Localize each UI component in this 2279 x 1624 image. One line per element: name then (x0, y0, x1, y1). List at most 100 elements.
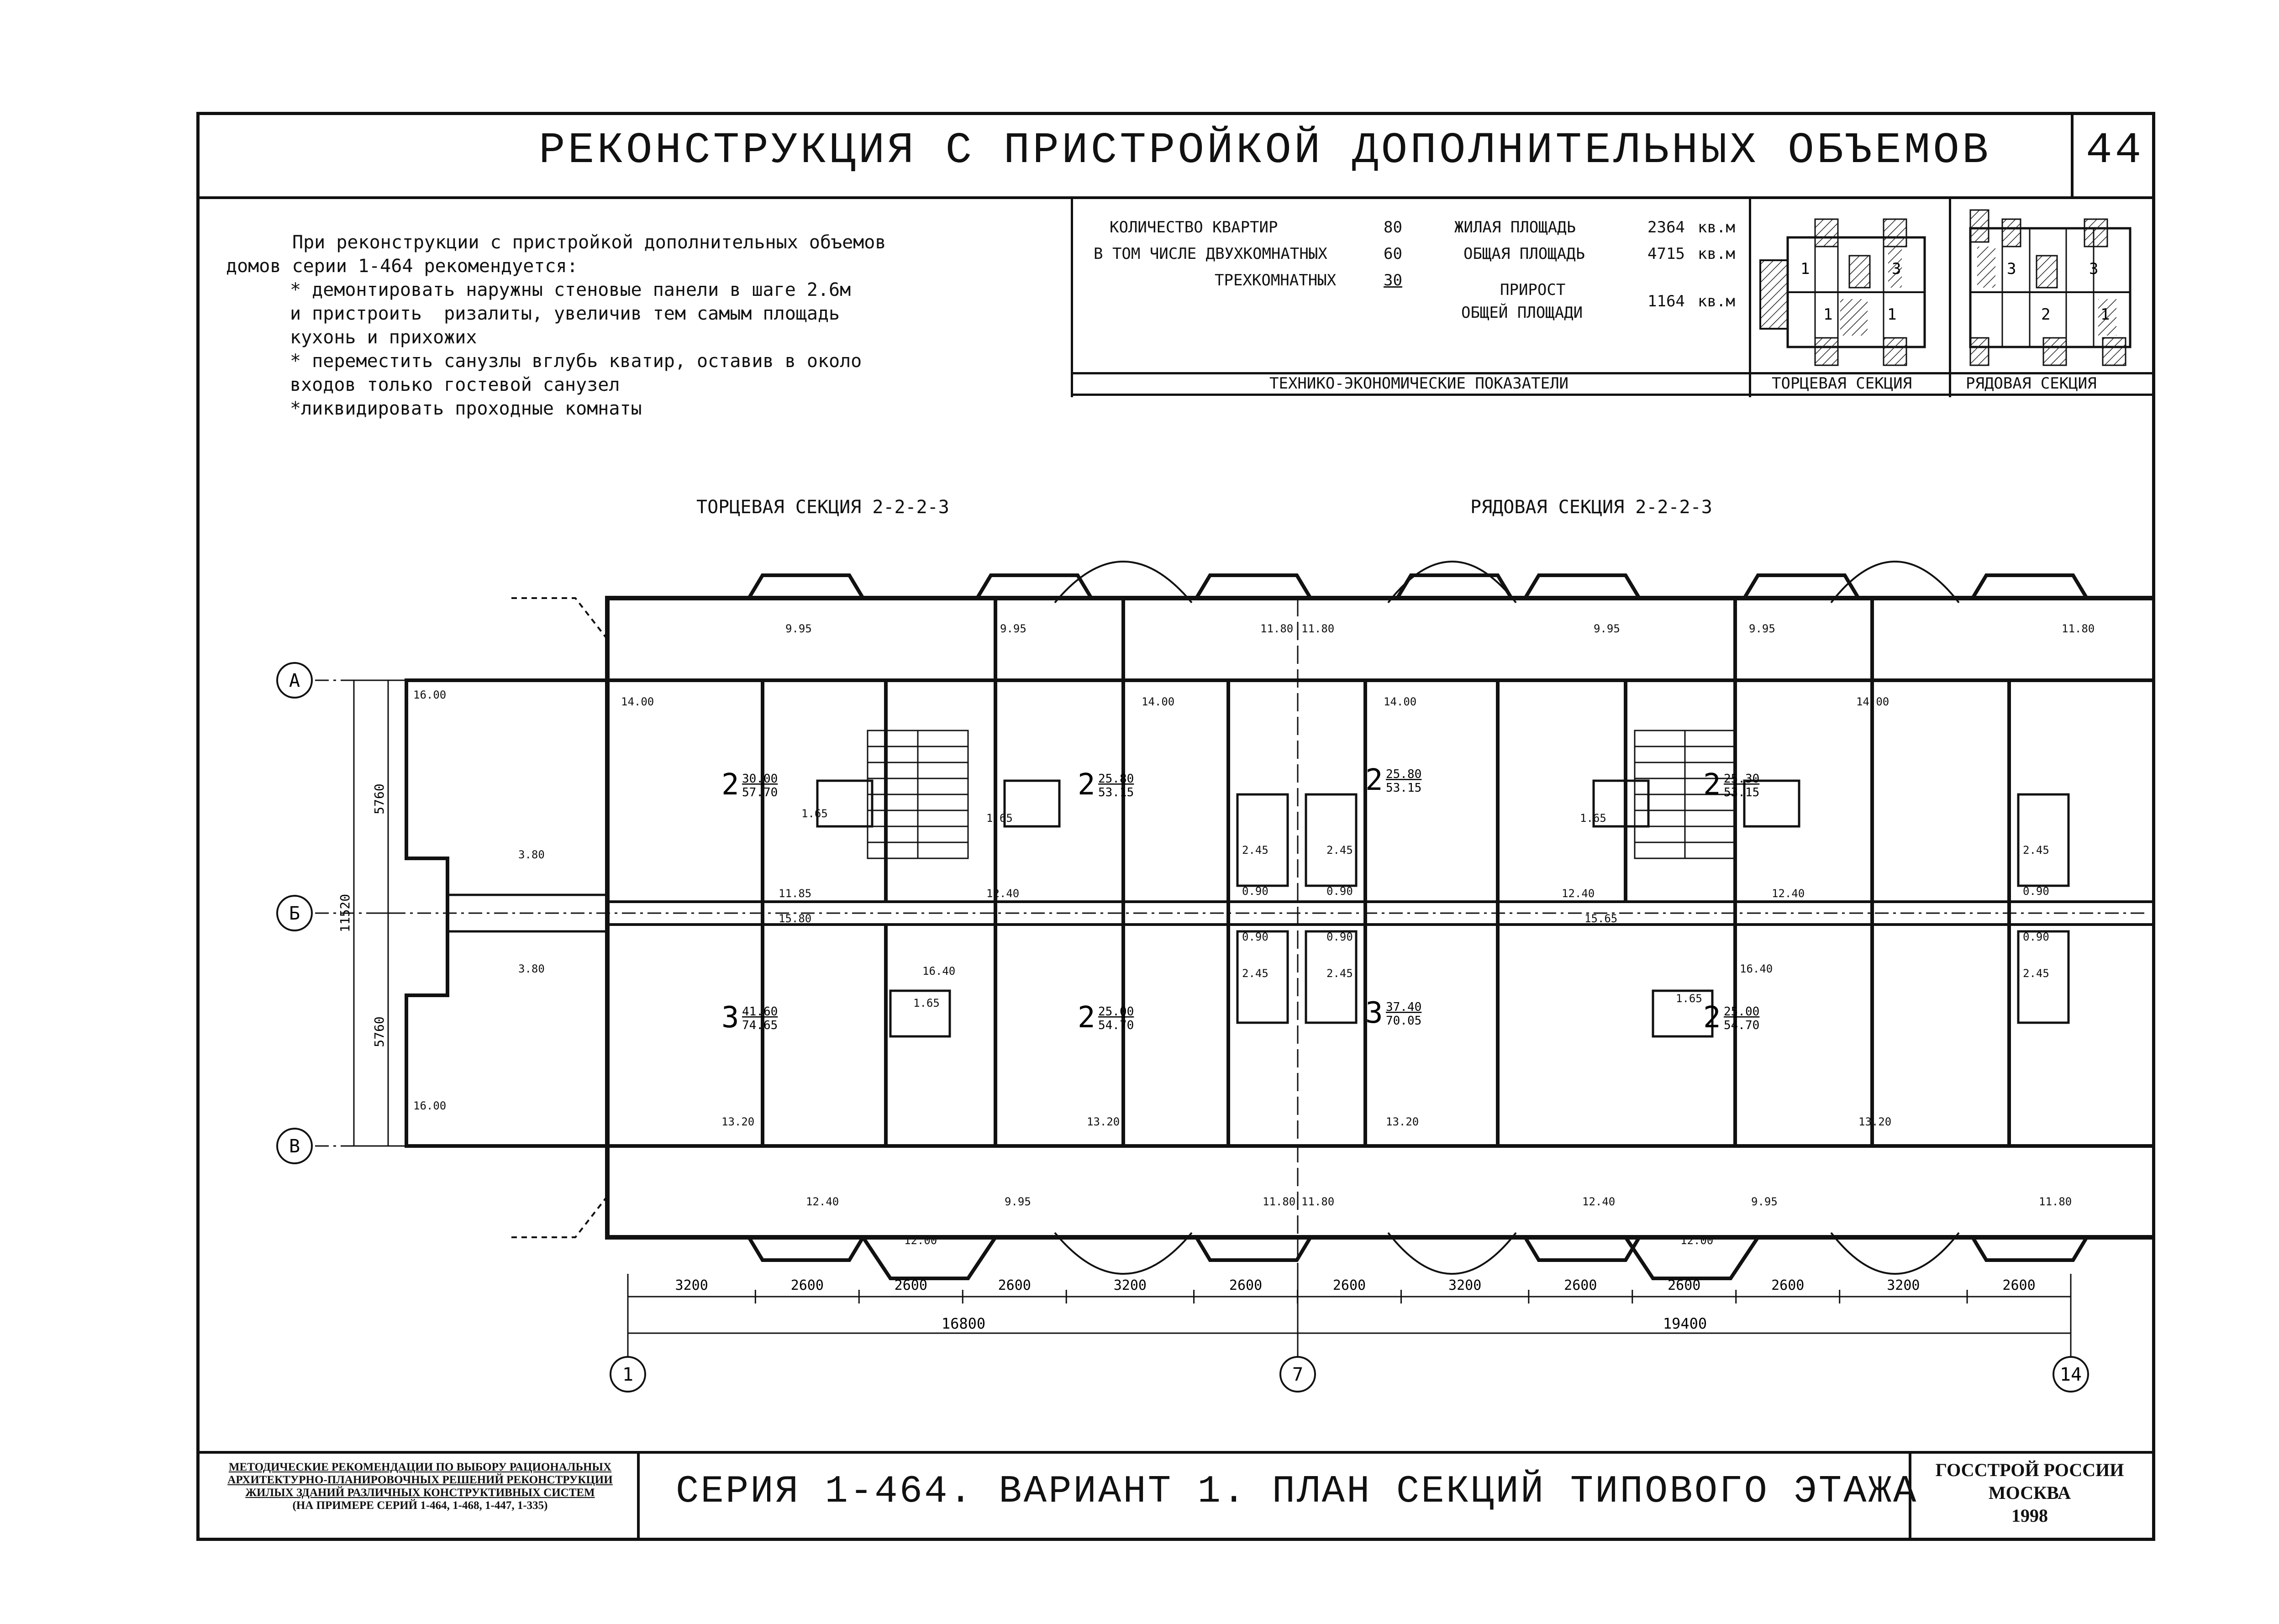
room-area: 11.80 (2062, 622, 2095, 635)
key-plan-label: 1 (2100, 305, 2110, 324)
tep-area-label: ЖИЛАЯ ПЛОЩАДЬ (1454, 218, 1576, 237)
apartment-living-area: 30.00 (742, 772, 778, 786)
tep-area-value: 1164 (1647, 292, 1685, 310)
balcony-arc (1830, 1232, 1960, 1275)
room-area: 15.65 (1584, 912, 1617, 925)
end-section-title: ТОРЦЕВАЯ СЕКЦИЯ 2-2-2-3 (696, 497, 949, 518)
notes-line: При реконструкции с пристройкой дополнит… (292, 232, 886, 253)
axis-bubble-v (276, 1128, 313, 1164)
footer-line: АРХИТЕКТУРНО-ПЛАНИРОВОЧНЫХ РЕШЕНИЙ РЕКОН… (227, 1474, 613, 1486)
tep-row-label: КОЛИЧЕСТВО КВАРТИР (1110, 218, 1278, 237)
room-area: 0.90 (1242, 930, 1268, 943)
apartment-total-area: 57.70 (742, 786, 778, 799)
dim-span: 3200 (1448, 1277, 1481, 1293)
footer-left-box (637, 1451, 640, 1538)
room-area: 2.45 (1326, 967, 1353, 980)
dim-span: 3200 (675, 1277, 708, 1293)
tep-row-label: В ТОМ ЧИСЛЕ ДВУХКОМНАТНЫХ (1094, 245, 1327, 263)
key-plan-label: 1 (1800, 260, 1810, 278)
row-section-title: РЯДОВАЯ СЕКЦИЯ 2-2-2-3 (1470, 497, 1712, 518)
room-area: 12.40 (986, 887, 1019, 900)
room-area: 16.40 (922, 965, 955, 978)
key-plan-caption-end: ТОРЦЕВАЯ СЕКЦИЯ (1772, 374, 1912, 393)
entrance-stair (511, 597, 608, 640)
room-area: 16.00 (413, 688, 446, 701)
room-area: 0.90 (1326, 930, 1353, 943)
room-area: 14.00 (1142, 695, 1174, 708)
footer-org-line: МОСКВА (1988, 1482, 2071, 1503)
dim-total: 16800 (942, 1315, 985, 1332)
room-area: 1.65 (801, 807, 828, 820)
room-area: 12.40 (1772, 887, 1805, 900)
room-area: 15.80 (779, 912, 811, 925)
room-area: 1.65 (1676, 992, 1702, 1005)
room-area: 13.20 (1858, 1115, 1891, 1128)
key-plan-label: 1 (1887, 305, 1896, 324)
axis-bubble-b (276, 895, 313, 931)
tep-row-value: 30 (1384, 271, 1402, 289)
dim-vertical: 5760 (372, 1016, 387, 1047)
entrance-stair (511, 1195, 608, 1238)
apartment-total-area: 74.65 (742, 1019, 778, 1032)
risalit (1195, 573, 1312, 599)
apartment-total-area: 54.70 (1098, 1019, 1134, 1032)
tep-area-value: 2364 (1647, 218, 1685, 237)
room-area: 11.80 (1301, 1195, 1334, 1208)
sheet-title: РЕКОНСТРУКЦИЯ С ПРИСТРОЙКОЙ ДОПОЛНИТЕЛЬН… (539, 126, 1991, 175)
dim-span: 2600 (895, 1277, 927, 1293)
key-plan-label: 1 (1823, 305, 1832, 324)
axis-bubble-1 (610, 1356, 646, 1393)
dim-span: 2600 (1668, 1277, 1700, 1293)
risalit (1971, 573, 2089, 599)
apartment-living-area: 37.40 (1386, 1000, 1421, 1014)
axis-label-1: 1 (622, 1364, 633, 1385)
partitions (761, 598, 2011, 1146)
key-plan-label: 3 (2007, 260, 2016, 278)
apartment-rooms: 2 (1365, 763, 1383, 797)
axis-label-b: Б (289, 903, 300, 924)
dim-span: 2600 (1333, 1277, 1366, 1293)
room-area: 0.90 (2023, 885, 2049, 898)
apartment-rooms: 2 (1078, 768, 1095, 802)
apartment-living-area: 25.30 (1724, 772, 1759, 786)
dim-span: 2600 (2002, 1277, 2035, 1293)
footer-org-line: 1998 (2011, 1505, 2048, 1526)
room-area: 0.90 (1326, 885, 1353, 898)
staircase (867, 730, 969, 859)
room-area: 14.00 (621, 695, 654, 708)
room-area: 3.80 (518, 848, 545, 861)
room-area: 11.80 (2039, 1195, 2072, 1208)
axis-bubbles (276, 662, 2089, 1393)
notes-line: *ликвидировать проходные комнаты (290, 398, 642, 419)
room-area: 2.45 (1242, 844, 1268, 857)
tep-caption-line (1071, 372, 2152, 374)
tep-area-label: ПРИРОСТ (1500, 281, 1566, 299)
tep-area-unit: кв.м (1698, 292, 1735, 310)
tep-area-unit: кв.м (1698, 245, 1735, 263)
room-area: 11.80 (1260, 622, 1293, 635)
room-area: 12.40 (1562, 887, 1595, 900)
dim-span: 3200 (1114, 1277, 1147, 1293)
room-area: 1.65 (1580, 812, 1606, 825)
room-area: 14.00 (1384, 695, 1416, 708)
sheet-number-box (2071, 115, 2155, 196)
risalit (747, 1236, 865, 1262)
building-outline (605, 596, 2155, 1240)
sheet-number: 44 (2086, 126, 2144, 175)
apartment-rooms: 2 (1703, 1001, 1721, 1035)
tep-area-label: ОБЩАЯ ПЛОЩАДЬ (1463, 245, 1585, 263)
risalit (747, 573, 865, 599)
risalit (861, 1236, 997, 1280)
room-area: 16.00 (413, 1099, 446, 1112)
room-area: 9.95 (1751, 1195, 1778, 1208)
apartment-rooms: 2 (1078, 1001, 1095, 1035)
room-area: 2.45 (2023, 967, 2049, 980)
tep-row-value: 80 (1384, 218, 1402, 237)
risalit (975, 573, 1093, 599)
apartment-rooms: 2 (1703, 768, 1721, 802)
room-area: 2.45 (1326, 844, 1353, 857)
